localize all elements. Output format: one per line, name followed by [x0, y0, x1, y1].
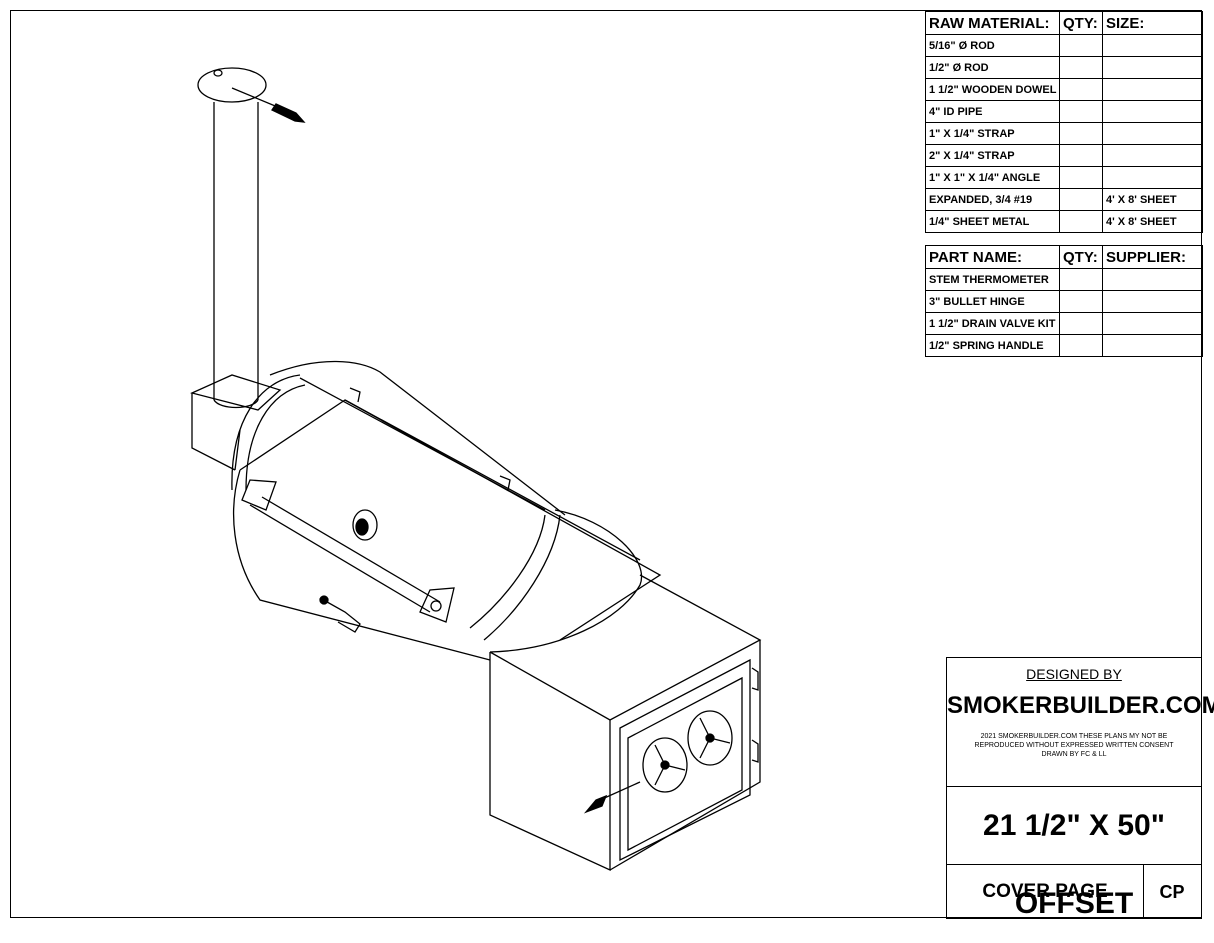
supplier-cell — [1102, 290, 1203, 313]
lid-handle — [241, 479, 455, 623]
firebox-door — [619, 658, 759, 862]
lid-dome — [489, 509, 643, 653]
raw-material-row: 1 1/2" WOODEN DOWEL — [925, 78, 1203, 101]
material-cell: 5/16" Ø ROD — [925, 34, 1060, 57]
size-cell — [1102, 122, 1203, 145]
qty-cell — [1059, 122, 1103, 145]
lid — [231, 360, 566, 641]
drain-valve — [319, 595, 361, 633]
chimney-pipe — [213, 102, 259, 409]
qty-cell — [1059, 166, 1103, 189]
qty-cell — [1059, 210, 1103, 233]
raw-material-row: 1/2" Ø ROD — [925, 56, 1203, 79]
raw-material-row: 5/16" Ø ROD — [925, 34, 1203, 57]
qty-cell — [1059, 188, 1103, 211]
qty-cell — [1059, 100, 1103, 123]
raw-material-header-row: RAW MATERIAL: QTY: SIZE: — [925, 11, 1203, 35]
header-raw-material: RAW MATERIAL: — [925, 11, 1060, 35]
raw-material-table: RAW MATERIAL: QTY: SIZE: 5/16" Ø ROD 1/2… — [925, 11, 1203, 233]
header-supplier: SUPPLIER: — [1102, 245, 1203, 269]
cap-handle — [271, 103, 306, 123]
copyright-text: 2021 SMOKERBUILDER.COM THESE PLANS MY NO… — [974, 733, 1174, 749]
raw-material-row: EXPANDED, 3/4 #19 4' X 8' SHEET — [925, 188, 1203, 211]
qty-cell — [1059, 34, 1103, 57]
parts-table: PART NAME: QTY: SUPPLIER: STEM THERMOMET… — [925, 245, 1203, 357]
designed-by-label: DESIGNED BY — [1026, 666, 1122, 682]
part-cell: 1 1/2" DRAIN VALVE KIT — [925, 312, 1060, 335]
parts-row: 1/2" SPRING HANDLE — [925, 334, 1203, 357]
air-damper-1 — [642, 737, 688, 793]
qty-cell — [1059, 312, 1103, 335]
size-cell — [1102, 166, 1203, 189]
qty-cell — [1059, 78, 1103, 101]
raw-material-row: 1/4" SHEET METAL 4' X 8' SHEET — [925, 210, 1203, 233]
header-size: SIZE: — [1102, 11, 1203, 35]
part-cell: 3" BULLET HINGE — [925, 290, 1060, 313]
raw-material-row: 1" X 1" X 1/4" ANGLE — [925, 166, 1203, 189]
material-cell: 1/4" SHEET METAL — [925, 210, 1060, 233]
material-cell: 1/2" Ø ROD — [925, 56, 1060, 79]
copyright-notice: 2021 SMOKERBUILDER.COM THESE PLANS MY NO… — [957, 732, 1191, 759]
raw-material-row: 2" X 1/4" STRAP — [925, 144, 1203, 167]
parts-header-row: PART NAME: QTY: SUPPLIER: — [925, 245, 1203, 269]
header-qty: QTY: — [1059, 11, 1103, 35]
raw-material-row: 1" X 1/4" STRAP — [925, 122, 1203, 145]
part-cell: 1/2" SPRING HANDLE — [925, 334, 1060, 357]
size-cell — [1102, 34, 1203, 57]
firebox-door-handle — [583, 781, 641, 814]
parts-row: 3" BULLET HINGE — [925, 290, 1203, 313]
size-cell — [1102, 78, 1203, 101]
title-block: DESIGNED BY SMOKERBUILDER.COM 2021 SMOKE… — [946, 657, 1214, 920]
qty-cell — [1059, 144, 1103, 167]
supplier-cell — [1102, 312, 1203, 335]
material-cell: 1 1/2" WOODEN DOWEL — [925, 78, 1060, 101]
drawing-sheet-border — [10, 10, 1202, 918]
chimney-base-box — [190, 374, 282, 471]
qty-cell — [1059, 56, 1103, 79]
page-code: CP — [1159, 882, 1185, 902]
size-cell — [1102, 144, 1203, 167]
material-cell: 2" X 1/4" STRAP — [925, 144, 1060, 167]
material-cell: 4" ID PIPE — [925, 100, 1060, 123]
supplier-cell — [1102, 334, 1203, 357]
designed-by-section: DESIGNED BY SMOKERBUILDER.COM 2021 SMOKE… — [947, 658, 1214, 787]
size-cell — [1102, 100, 1203, 123]
supplier-cell — [1102, 268, 1203, 291]
thermometer — [352, 509, 378, 541]
material-cell: 1" X 1" X 1/4" ANGLE — [925, 166, 1060, 189]
firebox — [489, 574, 762, 872]
parts-row: STEM THERMOMETER — [925, 268, 1203, 291]
qty-cell — [1059, 334, 1103, 357]
qty-cell — [1059, 268, 1103, 291]
header-qty: QTY: — [1059, 245, 1103, 269]
page-name: COVER PAGE — [947, 865, 1144, 919]
parts-row: 1 1/2" DRAIN VALVE KIT — [925, 312, 1203, 335]
drawing-title: 21 1/2" X 50" OFFSET — [947, 787, 1201, 920]
material-cell: 1" X 1/4" STRAP — [925, 122, 1060, 145]
size-cell: 4' X 8' SHEET — [1102, 210, 1203, 233]
company-name: SMOKERBUILDER.COM — [947, 692, 1214, 719]
size-cell — [1102, 56, 1203, 79]
chimney-cap — [197, 67, 281, 109]
material-cell: EXPANDED, 3/4 #19 — [925, 188, 1060, 211]
drawn-by-text: DRAWN BY FC & LL — [1041, 751, 1107, 758]
air-damper-2 — [687, 710, 733, 766]
qty-cell — [1059, 290, 1103, 313]
part-cell: STEM THERMOMETER — [925, 268, 1060, 291]
page-info-section: COVER PAGE CP — [947, 865, 1201, 919]
raw-material-row: 4" ID PIPE — [925, 100, 1203, 123]
size-cell: 4' X 8' SHEET — [1102, 188, 1203, 211]
header-part-name: PART NAME: — [925, 245, 1060, 269]
